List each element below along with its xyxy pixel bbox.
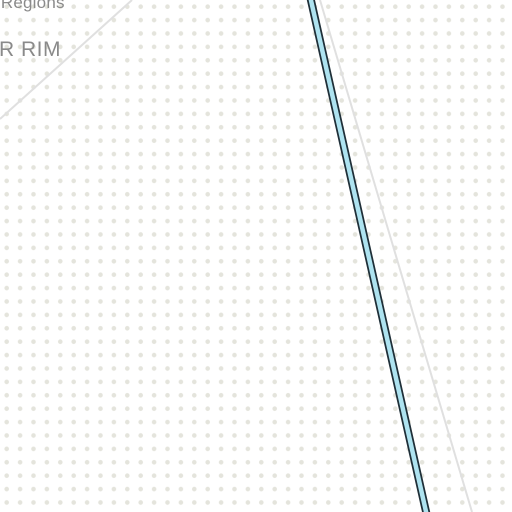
boundary-line-east [319, 0, 473, 512]
waterway-fill [308, 0, 429, 512]
region-label: l Regions [0, 0, 65, 12]
area-label: R RIM [0, 38, 61, 61]
waterway[interactable] [306, 0, 431, 512]
boundary-line-northwest [0, 0, 133, 120]
